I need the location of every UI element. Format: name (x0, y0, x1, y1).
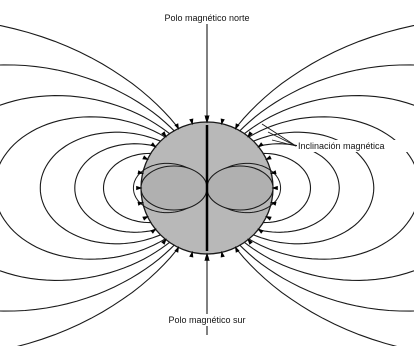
earth (133, 122, 280, 254)
field-arrow (257, 142, 263, 148)
field-arrow (150, 228, 156, 234)
right-lobe (207, 166, 273, 210)
inclination-pointer (262, 124, 296, 146)
north-pole-label: Polo magnético norte (164, 13, 249, 23)
left-lobe (141, 166, 207, 210)
field-arrow (150, 142, 156, 148)
inclination-label: Inclinación magnética (298, 141, 385, 151)
field-arrow (257, 228, 263, 234)
south-pole-label: Polo magnético sur (168, 315, 245, 325)
